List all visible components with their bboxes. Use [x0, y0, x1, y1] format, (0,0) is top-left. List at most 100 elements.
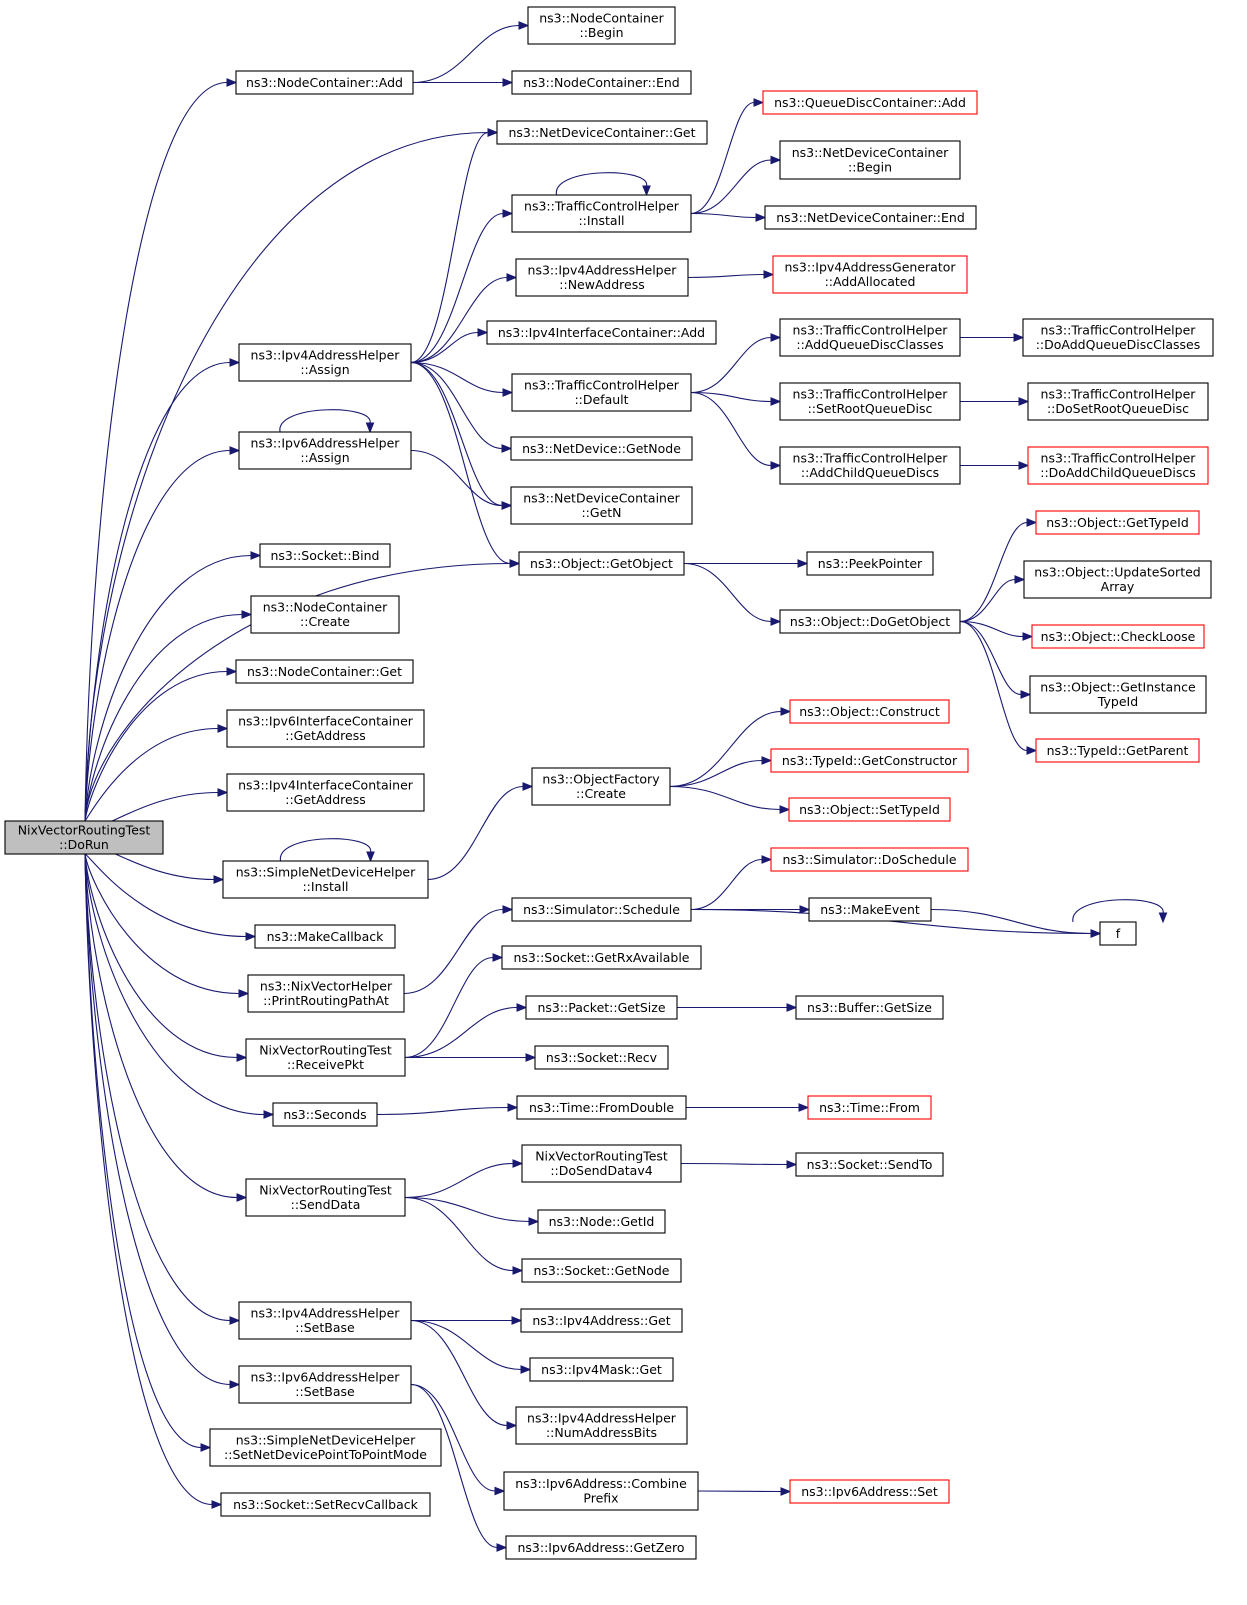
function-node-label: ns3::Ipv4InterfaceContainer: [238, 778, 414, 793]
function-node-box: [534, 1045, 669, 1070]
function-node-nvrt_dosend[interactable]: NixVectorRoutingTest::DoSendDatav4: [521, 1144, 682, 1183]
function-node-nixh_print[interactable]: ns3::NixVectorHelper::PrintRoutingPathAt: [247, 974, 405, 1013]
function-node-tch_setroot[interactable]: ns3::TrafficControlHelper::SetRootQueueD…: [779, 382, 961, 421]
function-node-label: ::DoRun: [59, 837, 109, 852]
function-node-ipv6ah_assign[interactable]: ns3::Ipv6AddressHelper::Assign: [238, 431, 412, 470]
function-node-obj_gettypeid[interactable]: ns3::Object::GetTypeId: [1035, 510, 1200, 535]
function-node-ipv6ic_getaddr[interactable]: ns3::Ipv6InterfaceContainer::GetAddress: [226, 709, 425, 748]
call-edge-ipv4ah_newaddr-to-ipv4ag_alloc-arrow: [763, 270, 775, 279]
call-edge-root-to-sndh_setp2p-arrow: [200, 1443, 212, 1452]
function-node-ipv6a_set[interactable]: ns3::Ipv6Address::Set: [789, 1479, 950, 1504]
function-node-box: [779, 140, 961, 180]
function-node-obj_dogetobject[interactable]: ns3::Object::DoGetObject: [779, 609, 961, 634]
function-node-f[interactable]: f: [1099, 921, 1137, 946]
function-node-tch_addchild[interactable]: ns3::TrafficControlHelper::AddChildQueue…: [779, 446, 961, 485]
call-edge-ipv4ah_setbase-to-ipv4a_get-arrow: [511, 1316, 523, 1325]
function-node-seconds[interactable]: ns3::Seconds: [272, 1102, 378, 1127]
function-node-tch_default[interactable]: ns3::TrafficControlHelper::Default: [511, 373, 692, 412]
function-node-sock_bind[interactable]: ns3::Socket::Bind: [259, 543, 391, 568]
function-node-sndh_setp2p[interactable]: ns3::SimpleNetDeviceHelper::SetNetDevice…: [209, 1428, 442, 1467]
function-node-typeid_getparent[interactable]: ns3::TypeId::GetParent: [1035, 738, 1200, 763]
function-node-pkt_getsize[interactable]: ns3::Packet::GetSize: [525, 995, 678, 1020]
function-node-ipv4ah_assign[interactable]: ns3::Ipv4AddressHelper::Assign: [238, 343, 412, 382]
function-node-nvrt_receive[interactable]: NixVectorRoutingTest::ReceivePkt: [245, 1038, 406, 1077]
function-node-nc_get[interactable]: ns3::NodeContainer::Get: [235, 659, 414, 684]
call-edge-root-to-sock_setrecv-arrow: [211, 1500, 223, 1509]
function-node-ipv6ah_setbase[interactable]: ns3::Ipv6AddressHelper::SetBase: [238, 1365, 412, 1404]
function-node-label: ns3::ObjectFactory: [542, 772, 660, 787]
function-node-tch_doaddchild[interactable]: ns3::TrafficControlHelper::DoAddChildQue…: [1027, 446, 1209, 485]
function-node-label: ns3::NodeContainer::Get: [247, 664, 402, 679]
function-node-time_from[interactable]: ns3::Time::From: [807, 1095, 932, 1120]
function-node-ipv4ah_numbits[interactable]: ns3::Ipv4AddressHelper::NumAddressBits: [515, 1406, 688, 1445]
function-node-obj_settypeid[interactable]: ns3::Object::SetTypeId: [788, 797, 951, 822]
function-node-sock_sendto[interactable]: ns3::Socket::SendTo: [795, 1152, 944, 1177]
call-edge-nc_add-to-nc_begin-arrow: [518, 21, 530, 30]
call-edge-tch_addqdc-to-tch_doaddqdc-arrow: [1013, 333, 1025, 342]
function-node-ipv6a_getzero[interactable]: ns3::Ipv6Address::GetZero: [505, 1535, 697, 1560]
function-node-ipv4ic_add[interactable]: ns3::Ipv4InterfaceContainer::Add: [486, 320, 717, 345]
function-node-sock_setrecv[interactable]: ns3::Socket::SetRecvCallback: [220, 1492, 431, 1517]
function-node-ipv4ah_setbase[interactable]: ns3::Ipv4AddressHelper::SetBase: [238, 1301, 412, 1340]
function-node-sim_schedule[interactable]: ns3::Simulator::Schedule: [511, 897, 692, 922]
function-node-peekpointer[interactable]: ns3::PeekPointer: [806, 551, 934, 576]
function-node-label: ::DoAddChildQueueDiscs: [1040, 465, 1196, 480]
function-node-ndc_get[interactable]: ns3::NetDeviceContainer::Get: [496, 120, 708, 145]
function-node-label: ns3::TrafficControlHelper: [1041, 451, 1197, 466]
function-node-ipv4ag_alloc[interactable]: ns3::Ipv4AddressGenerator::AddAllocated: [772, 255, 968, 294]
function-node-nd_getnode[interactable]: ns3::NetDevice::GetNode: [510, 436, 693, 461]
call-edge-root-to-nc_get: [84, 670, 228, 822]
function-node-label: ns3::Socket::SendTo: [807, 1157, 933, 1172]
function-node-box: [518, 551, 685, 576]
call-edge-ipv4ah_assign-to-obj_getobject: [410, 361, 511, 565]
function-node-obj_getobject[interactable]: ns3::Object::GetObject: [518, 551, 685, 576]
function-node-nc_add[interactable]: ns3::NodeContainer::Add: [235, 70, 414, 95]
function-node-root[interactable]: NixVectorRoutingTest::DoRun: [4, 820, 164, 855]
function-node-node_getid[interactable]: ns3::Node::GetId: [537, 1209, 666, 1234]
call-edge-ipv4ah_assign-to-ndc_get: [410, 131, 489, 364]
function-node-ipv4ah_newaddr[interactable]: ns3::Ipv4AddressHelper::NewAddress: [515, 258, 689, 297]
function-node-nc_end[interactable]: ns3::NodeContainer::End: [511, 70, 692, 95]
function-node-sock_getnode[interactable]: ns3::Socket::GetNode: [521, 1258, 682, 1283]
function-node-sndh_install[interactable]: ns3::SimpleNetDeviceHelper::Install: [222, 860, 429, 899]
function-node-label: ::NumAddressBits: [546, 1425, 657, 1440]
call-edge-ipv6ah_assign-to-ipv6ah_assign-arrow: [365, 422, 375, 434]
call-edge-ipv6a_combine-to-ipv6a_set-arrow: [780, 1487, 792, 1496]
function-node-obj_checkloose[interactable]: ns3::Object::CheckLoose: [1031, 624, 1205, 649]
function-node-makecallback[interactable]: ns3::MakeCallback: [254, 924, 396, 949]
function-node-ipv4ic_getaddr[interactable]: ns3::Ipv4InterfaceContainer::GetAddress: [226, 773, 425, 812]
function-node-tch_dosetroot[interactable]: ns3::TrafficControlHelper::DoSetRootQueu…: [1027, 382, 1209, 421]
call-edge-root-to-ipv4ah_setbase-arrow: [229, 1316, 241, 1325]
call-edge-ipv6ah_setbase-to-ipv6a_combine: [410, 1383, 496, 1492]
function-node-typeid_getctor[interactable]: ns3::TypeId::GetConstructor: [770, 748, 969, 773]
function-node-nvrt_senddata[interactable]: NixVectorRoutingTest::SendData: [245, 1178, 406, 1217]
function-node-tch_install[interactable]: ns3::TrafficControlHelper::Install: [511, 194, 692, 233]
function-node-label: ns3::TrafficControlHelper: [793, 323, 949, 338]
function-node-label: ns3::Ipv6Address::Set: [801, 1484, 938, 1499]
function-node-objf_create[interactable]: ns3::ObjectFactory::Create: [531, 767, 671, 806]
function-node-tch_doaddqdc[interactable]: ns3::TrafficControlHelper::DoAddQueueDis…: [1022, 318, 1214, 357]
function-node-ndc_end[interactable]: ns3::NetDeviceContainer::End: [764, 205, 977, 230]
function-node-time_fromdouble[interactable]: ns3::Time::FromDouble: [516, 1095, 687, 1120]
function-node-ndc_getn[interactable]: ns3::NetDeviceContainer::GetN: [510, 486, 693, 525]
function-node-makeevent[interactable]: ns3::MakeEvent: [808, 897, 932, 922]
function-node-nc_create[interactable]: ns3::NodeContainer::Create: [250, 595, 400, 634]
function-node-buf_getsize[interactable]: ns3::Buffer::GetSize: [795, 995, 944, 1020]
call-edge-ipv6ah_assign-to-ndc_getn-arrow: [501, 501, 513, 510]
function-node-qdc_add[interactable]: ns3::QueueDiscContainer::Add: [762, 90, 978, 115]
function-node-sim_doschedule[interactable]: ns3::Simulator::DoSchedule: [770, 847, 969, 872]
function-node-ndc_begin[interactable]: ns3::NetDeviceContainer::Begin: [779, 140, 961, 180]
function-node-obj_construct[interactable]: ns3::Object::Construct: [789, 699, 950, 724]
function-node-tch_addqdc[interactable]: ns3::TrafficControlHelper::AddQueueDiscC…: [779, 318, 961, 357]
function-node-sock_rxavail[interactable]: ns3::Socket::GetRxAvailable: [501, 945, 702, 970]
function-node-ipv4m_get[interactable]: ns3::Ipv4Mask::Get: [529, 1357, 674, 1382]
call-edge-tch_install-to-qdc_add-arrow: [753, 98, 765, 107]
function-node-nc_begin[interactable]: ns3::NodeContainer::Begin: [527, 6, 676, 45]
function-node-label: ns3::PeekPointer: [818, 556, 923, 571]
function-node-sock_recv[interactable]: ns3::Socket::Recv: [534, 1045, 669, 1070]
function-node-ipv4a_get[interactable]: ns3::Ipv4Address::Get: [520, 1308, 683, 1333]
function-node-box: [226, 709, 425, 748]
